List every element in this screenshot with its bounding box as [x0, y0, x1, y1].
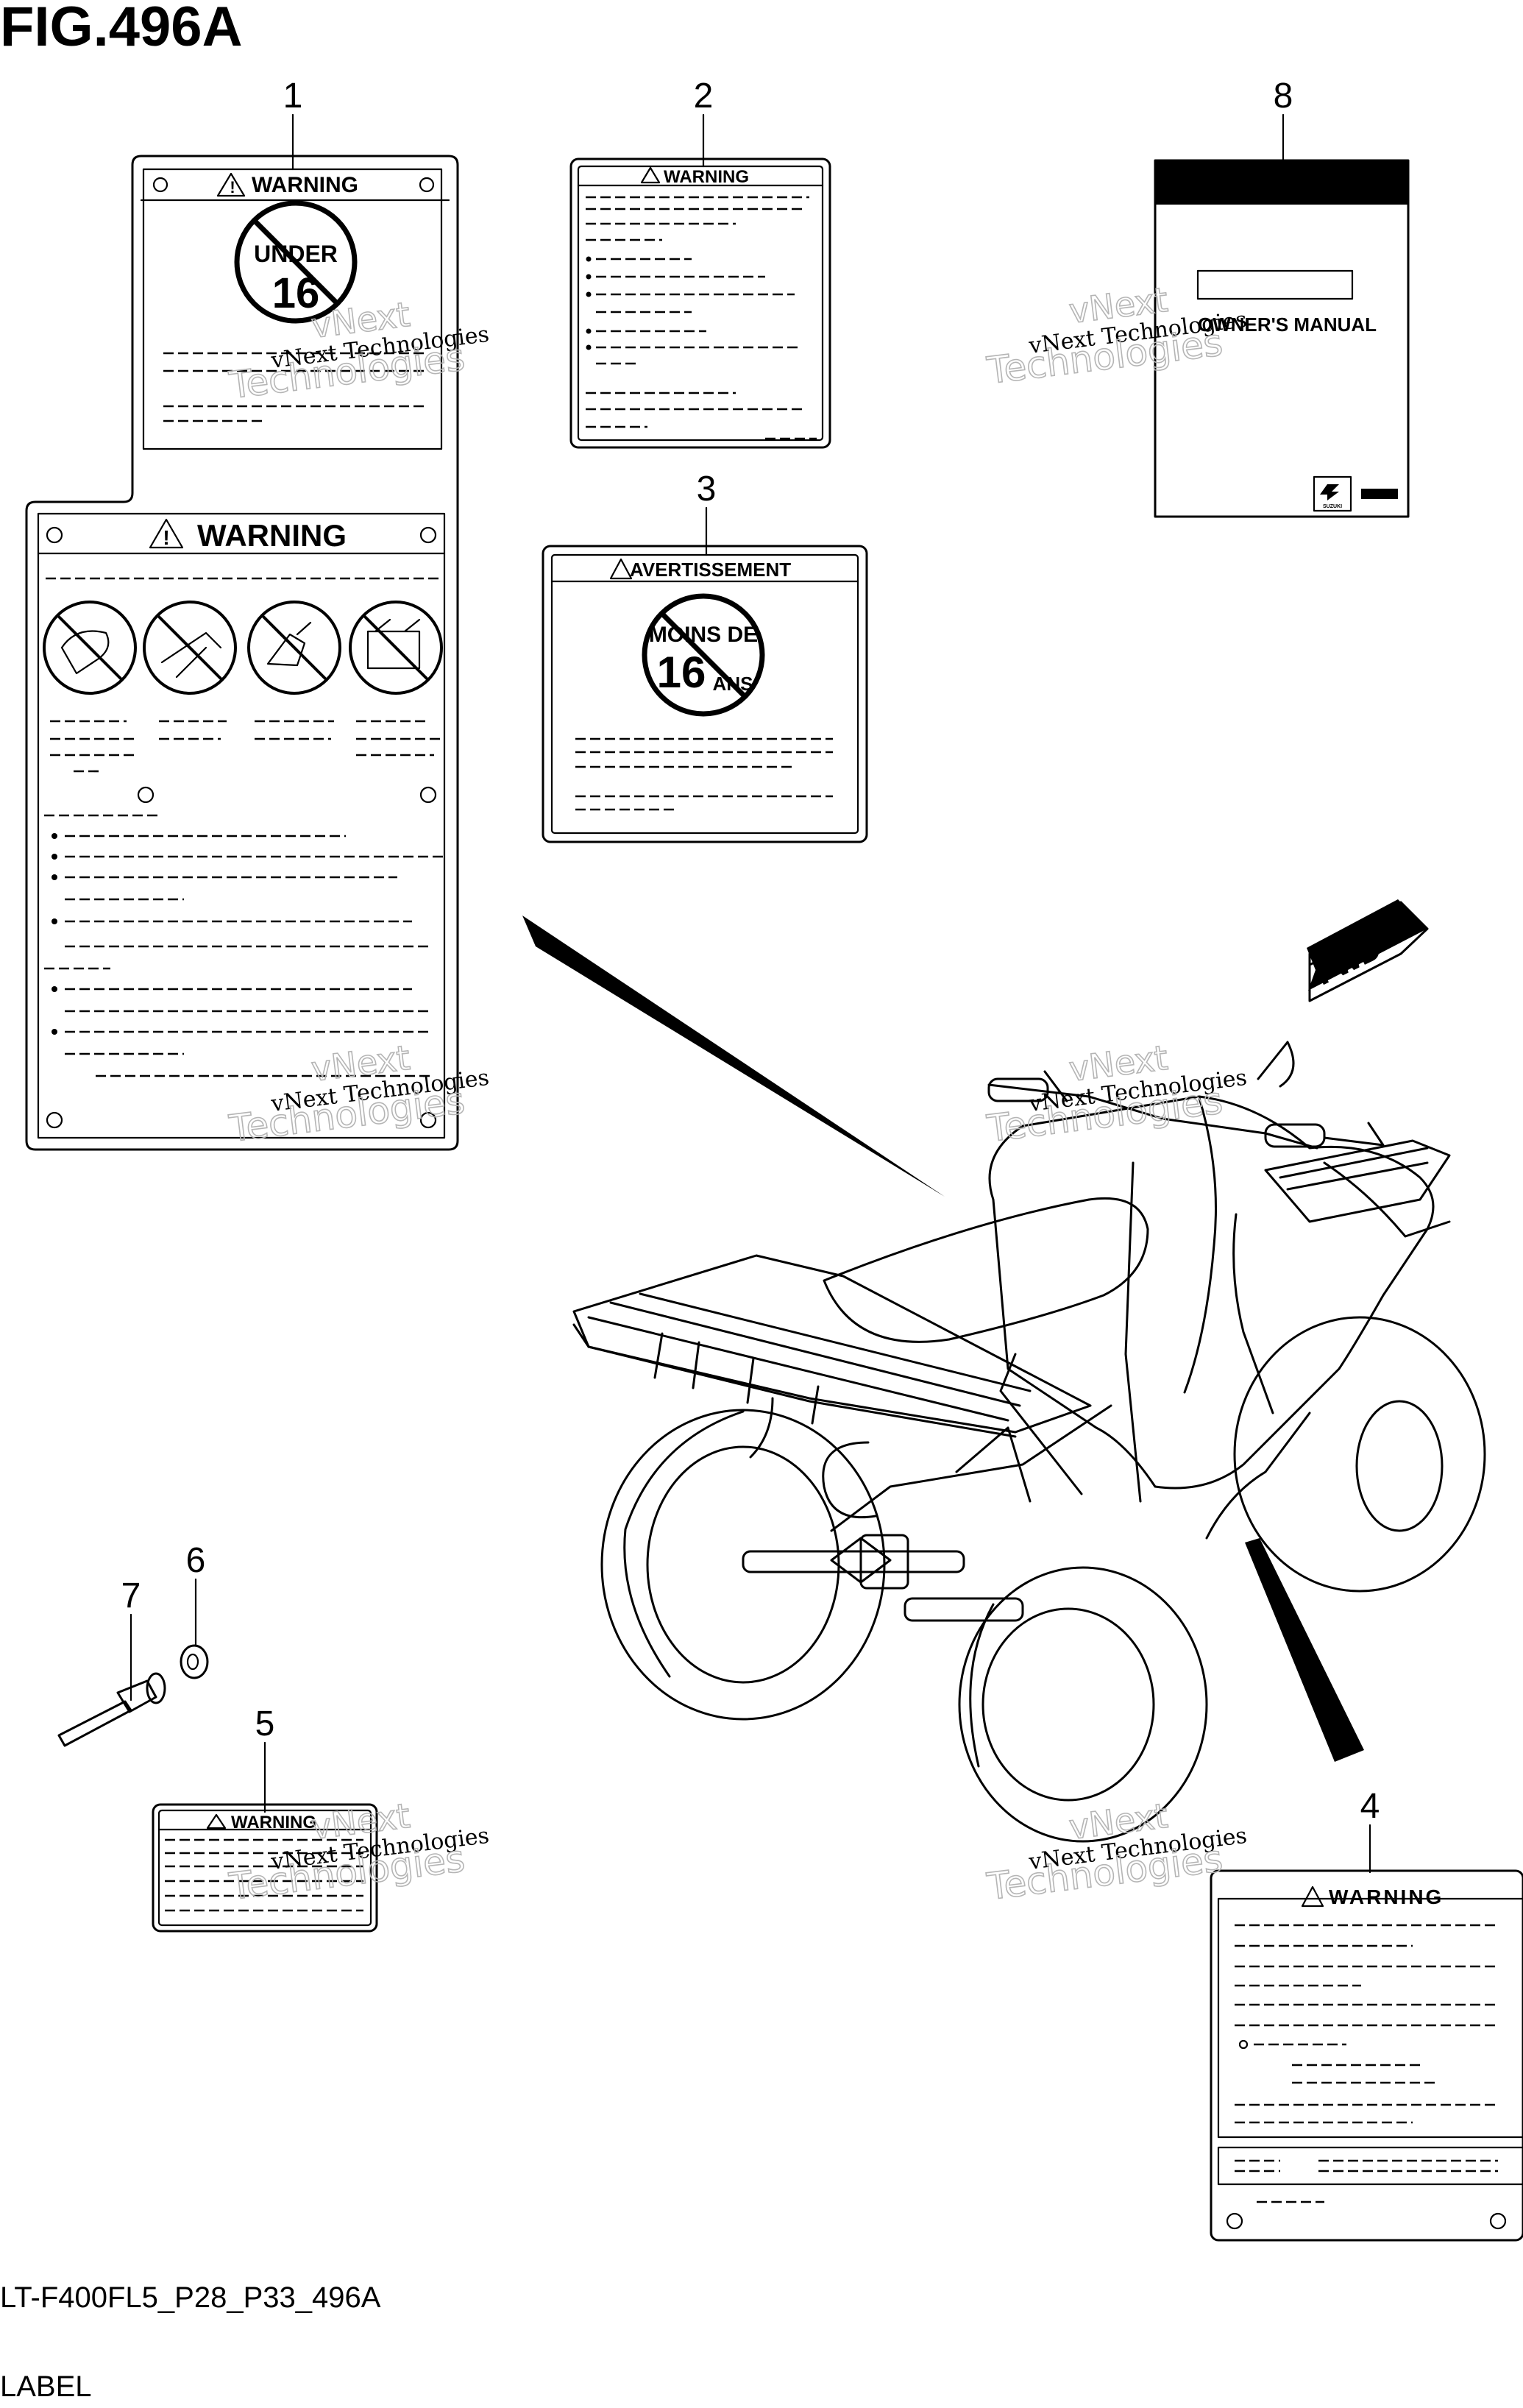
figure-title: FIG.496A	[0, 0, 242, 58]
suzuki-text: SUZUKI	[1323, 504, 1342, 509]
sixteen-text-fr: 16	[657, 648, 706, 697]
sixteen-text: 16	[272, 269, 320, 317]
under-text: UNDER	[254, 241, 338, 267]
ans-text: ANS	[713, 673, 753, 695]
label-3: AVERTISSEMENT MOINS DE 16 ANS	[542, 545, 868, 843]
moins-de-text: MOINS DE	[649, 623, 758, 647]
model-code: LT-F400FL5_P28_P33_496A	[0, 2281, 381, 2314]
atv-illustration	[572, 1041, 1486, 1843]
callout-5: 5	[255, 1704, 275, 1743]
fwd-arrow: FWD	[1307, 899, 1429, 1002]
owners-manual-text: OWNER'S MANUAL	[1198, 314, 1377, 336]
label-4-warning: WARNING	[1329, 1885, 1444, 1908]
leader-wedge-upper	[522, 916, 945, 1197]
label-5-warning: WARNING	[231, 1813, 316, 1832]
label-2-warning: WARNING	[664, 167, 749, 187]
callout-4: 4	[1360, 1787, 1380, 1826]
label-4: WARNING	[1210, 1869, 1523, 2242]
label-3-avertissement: AVERTISSEMENT	[630, 559, 791, 581]
callout-8: 8	[1274, 77, 1293, 116]
callout-2: 2	[694, 77, 714, 116]
washer-6	[180, 1644, 209, 1679]
callout-3: 3	[697, 470, 717, 509]
svg-text:!: !	[230, 178, 235, 196]
label-2: WARNING	[569, 157, 831, 449]
label-1-warning-top: WARNING	[252, 173, 358, 197]
label-1-warning-bottom: WARNING	[197, 518, 347, 553]
owners-manual-8: OWNER'S MANUAL SUZUKI	[1154, 159, 1410, 518]
section-name: LABEL	[0, 2370, 92, 2403]
callout-6: 6	[186, 1541, 206, 1580]
watermarks: vNext Technologies vNext Technologies vN…	[226, 279, 1249, 1909]
leader-wedge-lower	[1245, 1538, 1364, 1762]
callout-numbers: 1 2 3 4 5 6 7 8	[121, 77, 1380, 1874]
rivet-7	[57, 1672, 166, 1747]
callout-1: 1	[283, 77, 303, 116]
label-1: ! WARNING UNDER 16 ! WARNING	[25, 155, 459, 1151]
svg-text:!: !	[163, 526, 169, 549]
callout-7: 7	[121, 1576, 141, 1615]
